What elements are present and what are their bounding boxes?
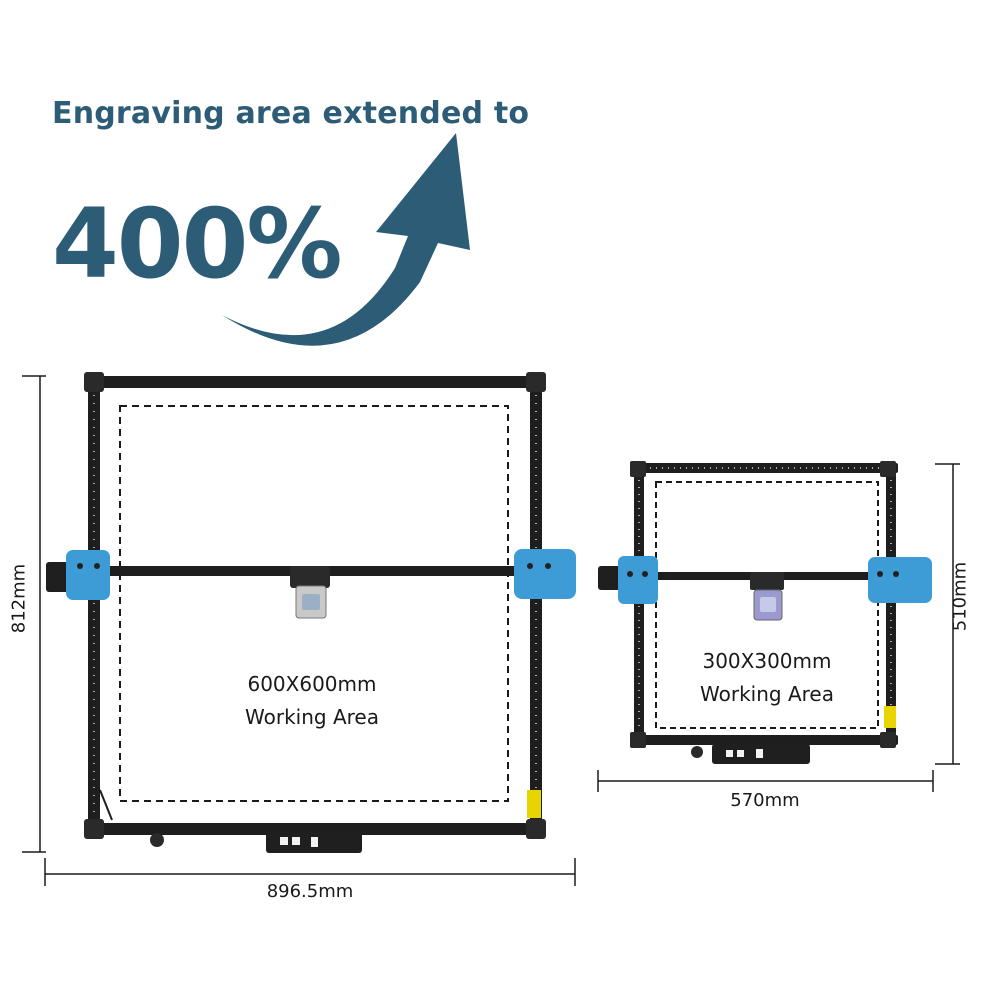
dimension-lines bbox=[22, 375, 960, 886]
small-working-area-label: 300X300mm Working Area bbox=[667, 645, 867, 711]
small-width-label: 570mm bbox=[730, 790, 800, 811]
large-area-size: 600X600mm bbox=[247, 672, 377, 696]
large-area-caption: Working Area bbox=[245, 705, 379, 729]
small-height-label: 510mm bbox=[949, 561, 971, 632]
working-area-small bbox=[655, 481, 879, 729]
percent-value: 400% bbox=[52, 188, 343, 300]
large-height-label: 812mm bbox=[8, 563, 30, 634]
small-area-caption: Working Area bbox=[700, 682, 834, 706]
large-width-label: 896.5mm bbox=[266, 881, 354, 902]
large-machine bbox=[46, 372, 576, 853]
small-area-size: 300X300mm bbox=[702, 649, 832, 673]
working-area-large bbox=[119, 405, 509, 802]
small-machine bbox=[598, 461, 932, 764]
curved-up-arrow-icon bbox=[222, 133, 470, 346]
headline: Engraving area extended to bbox=[52, 96, 530, 131]
large-working-area-label: 600X600mm Working Area bbox=[212, 668, 412, 734]
